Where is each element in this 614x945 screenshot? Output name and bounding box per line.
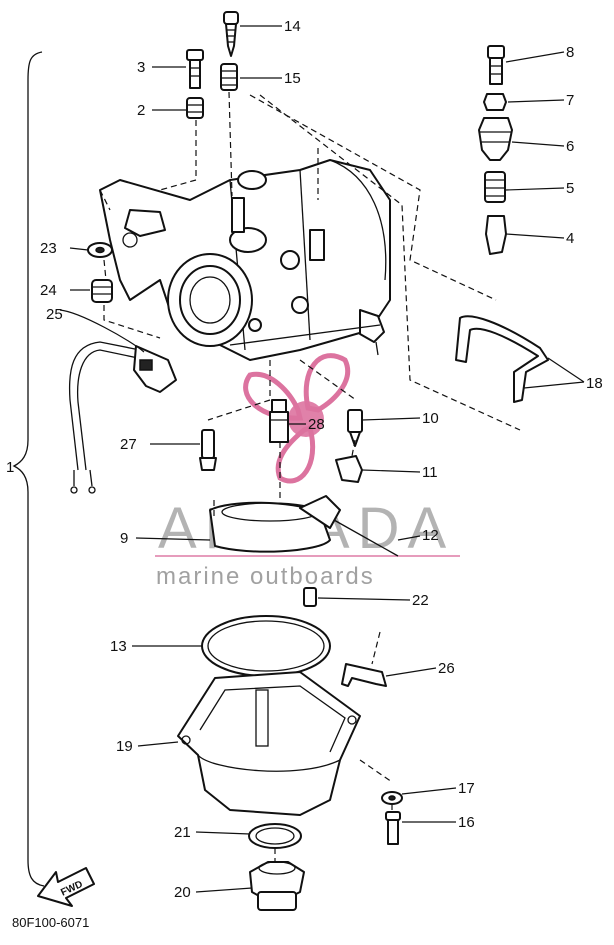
part-12-float-pin [333,519,399,557]
part-19-float-chamber [177,671,361,816]
part-2-spring [186,97,204,119]
part-21-gasket [248,823,302,849]
leader-lines [59,25,585,893]
callout-9: 9 [120,530,128,547]
part-3-screw [186,49,204,89]
group-label: 1 [6,459,14,476]
watermark: ARMADA marine outboards [155,353,460,590]
part-6-valve-body [478,117,513,161]
part-10-needle-valve [347,409,363,447]
diagram-code: 80F100-6071 [12,915,89,930]
carburetor-body [99,159,391,361]
part-4-plunger [485,215,507,255]
part-13-gasket [201,615,331,677]
callout-21: 21 [174,824,191,841]
callout-24: 24 [40,282,57,299]
part-23-grommet [87,242,113,258]
callout-22: 22 [412,592,429,609]
callout-5: 5 [566,180,574,197]
part-24-spring [91,279,113,303]
assembly-lines [99,91,521,862]
callout-13: 13 [110,638,127,655]
part-9-float [209,495,341,553]
callout-16: 16 [458,814,475,831]
callout-27: 27 [120,436,137,453]
part-18-hose [455,315,549,403]
callout-19: 19 [116,738,133,755]
callout-8: 8 [566,44,574,61]
part-15-spring [220,63,238,91]
watermark-tagline: marine outboards [156,563,375,590]
part-25-heater-wire [68,341,177,494]
callout-25: 25 [46,306,63,323]
callout-23: 23 [40,240,57,257]
part-27-jet [199,429,217,471]
fwd-arrow-icon: FWD [37,867,95,907]
callout-labels: 14 15 3 2 8 7 6 5 4 18 23 24 25 27 28 10… [40,18,603,901]
callout-20: 20 [174,884,191,901]
callout-11: 11 [422,464,438,481]
callout-17: 17 [458,780,475,797]
callout-3: 3 [137,59,145,76]
callout-15: 15 [284,70,301,87]
part-8-fitting [487,45,505,85]
part-17-washer [381,791,403,805]
callout-14: 14 [284,18,301,35]
callout-18: 18 [586,375,603,392]
part-16-screw [385,811,401,845]
callout-28: 28 [308,416,325,433]
callout-7: 7 [566,92,574,109]
callout-26: 26 [438,660,455,677]
part-22-screw [303,587,317,607]
callout-2: 2 [137,102,145,119]
part-7-nut [483,93,507,111]
part-20-drain-plug [249,861,305,911]
callout-12: 12 [422,527,439,544]
callout-10: 10 [422,410,439,427]
part-28-main-jet [269,399,289,443]
part-14-pilot-screw [223,11,239,57]
part-11-clip [335,455,363,483]
callout-4: 4 [566,230,574,247]
part-5-spring [484,171,506,203]
propeller-logo [243,353,351,484]
group-bracket: 1 [6,51,45,887]
callout-6: 6 [566,138,574,155]
part-26-bracket [341,663,387,687]
